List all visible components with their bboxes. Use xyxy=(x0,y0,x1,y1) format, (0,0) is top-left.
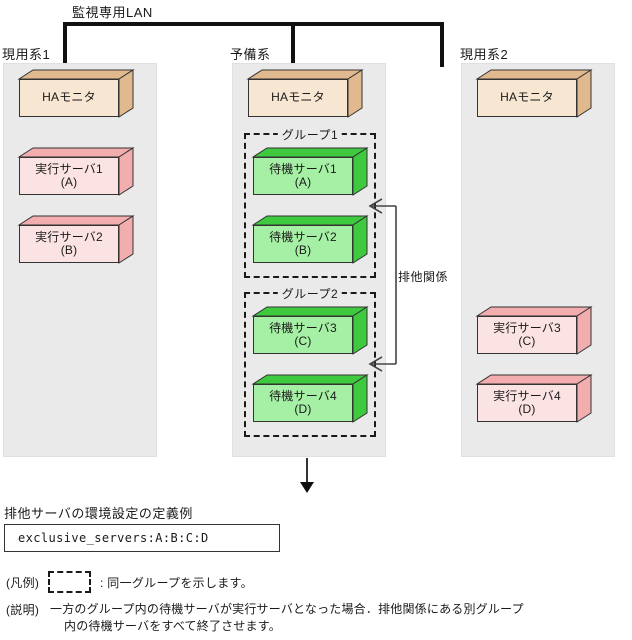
group-frame-2: グループ2 xyxy=(244,285,376,437)
box-ha-monitor-standby: HAモニタ xyxy=(246,69,364,118)
legend-text: : 同一グループを示します。 xyxy=(100,576,253,590)
group-title-1: グループ1 xyxy=(277,126,343,143)
lan-drop-line-1 xyxy=(63,22,67,67)
note-line-2: 内の待機サーバをすべて終了させます。 xyxy=(64,619,281,634)
lan-bus-line xyxy=(63,22,444,26)
box-label-active-server-3: 実行サーバ3 (C) xyxy=(477,316,577,354)
lan-drop-line-3 xyxy=(440,22,444,67)
note-key: (説明) xyxy=(6,603,40,617)
note-line-1: 一方のグループ内の待機サーバが実行サーバとなった場合．排他関係にある別グループ xyxy=(50,602,524,616)
exclusive-relation-label: 排他関係 xyxy=(398,270,449,284)
box-label-active-server-4: 実行サーバ4 (D) xyxy=(477,384,577,422)
box-label-standby-server-2: 待機サーバ2 (B) xyxy=(253,225,353,263)
box-label-active-server-1: 実行サーバ1 (A) xyxy=(19,157,119,195)
box-line-1: HAモニタ xyxy=(271,90,325,105)
box-label-ha-monitor-standby: HAモニタ xyxy=(248,79,348,117)
box-line-2: (A) xyxy=(60,175,78,189)
legend-dashed-swatch xyxy=(48,571,91,593)
box-label-active-server-2: 実行サーバ2 (B) xyxy=(19,225,119,263)
lan-drop-line-2 xyxy=(291,22,295,67)
config-value: exclusive_servers:A:B:C:D xyxy=(18,531,209,545)
box-ha-monitor-active-2: HAモニタ xyxy=(475,69,593,118)
box-standby-server-4: 待機サーバ4 (D) xyxy=(251,374,369,423)
box-line-1: HAモニタ xyxy=(42,90,96,105)
box-line-1: 待機サーバ2 xyxy=(269,229,337,244)
box-standby-server-2: 待機サーバ2 (B) xyxy=(251,215,369,264)
box-line-2: (D) xyxy=(518,402,536,416)
config-title: 排他サーバの環境設定の定義例 xyxy=(4,506,193,521)
note-text: 一方のグループ内の待機サーバが実行サーバとなった場合．排他関係にある別グループ … xyxy=(50,601,630,635)
box-active-server-4: 実行サーバ4 (D) xyxy=(475,374,593,423)
legend-key: (凡例) xyxy=(6,576,40,590)
box-line-2: (B) xyxy=(294,243,312,257)
box-line-2: (D) xyxy=(294,402,312,416)
box-line-2: (C) xyxy=(294,334,312,348)
box-line-2: (A) xyxy=(294,175,312,189)
box-standby-server-3: 待機サーバ3 (C) xyxy=(251,306,369,355)
box-line-1: 待機サーバ1 xyxy=(269,161,337,176)
box-line-1: 実行サーバ4 xyxy=(493,388,561,403)
column-caption-active-2: 現用系2 xyxy=(460,47,509,62)
box-line-1: 待機サーバ3 xyxy=(269,320,337,335)
box-active-server-3: 実行サーバ3 (C) xyxy=(475,306,593,355)
box-line-1: 実行サーバ2 xyxy=(35,229,103,244)
box-label-standby-server-3: 待機サーバ3 (C) xyxy=(253,316,353,354)
box-line-1: HAモニタ xyxy=(500,90,554,105)
box-label-ha-monitor-active-1: HAモニタ xyxy=(19,79,119,117)
box-line-2: (C) xyxy=(518,334,536,348)
box-line-2: (B) xyxy=(60,243,78,257)
box-line-1: 実行サーバ3 xyxy=(493,320,561,335)
box-ha-monitor-active-1: HAモニタ xyxy=(17,69,135,118)
column-caption-active-1: 現用系1 xyxy=(2,47,51,62)
config-value-box: exclusive_servers:A:B:C:D xyxy=(4,524,280,552)
lan-label: 監視専用LAN xyxy=(72,5,153,20)
box-label-standby-server-4: 待機サーバ4 (D) xyxy=(253,384,353,422)
box-label-standby-server-1: 待機サーバ1 (A) xyxy=(253,157,353,195)
box-active-server-1: 実行サーバ1 (A) xyxy=(17,147,135,196)
box-label-ha-monitor-active-2: HAモニタ xyxy=(477,79,577,117)
box-standby-server-1: 待機サーバ1 (A) xyxy=(251,147,369,196)
box-line-1: 待機サーバ4 xyxy=(269,388,337,403)
exclusive-relation-bracket xyxy=(368,196,408,381)
group-title-2: グループ2 xyxy=(277,285,343,302)
box-line-1: 実行サーバ1 xyxy=(35,161,103,176)
column-caption-standby: 予備系 xyxy=(230,47,271,62)
box-active-server-2: 実行サーバ2 (B) xyxy=(17,215,135,264)
down-arrow-icon xyxy=(296,458,318,499)
